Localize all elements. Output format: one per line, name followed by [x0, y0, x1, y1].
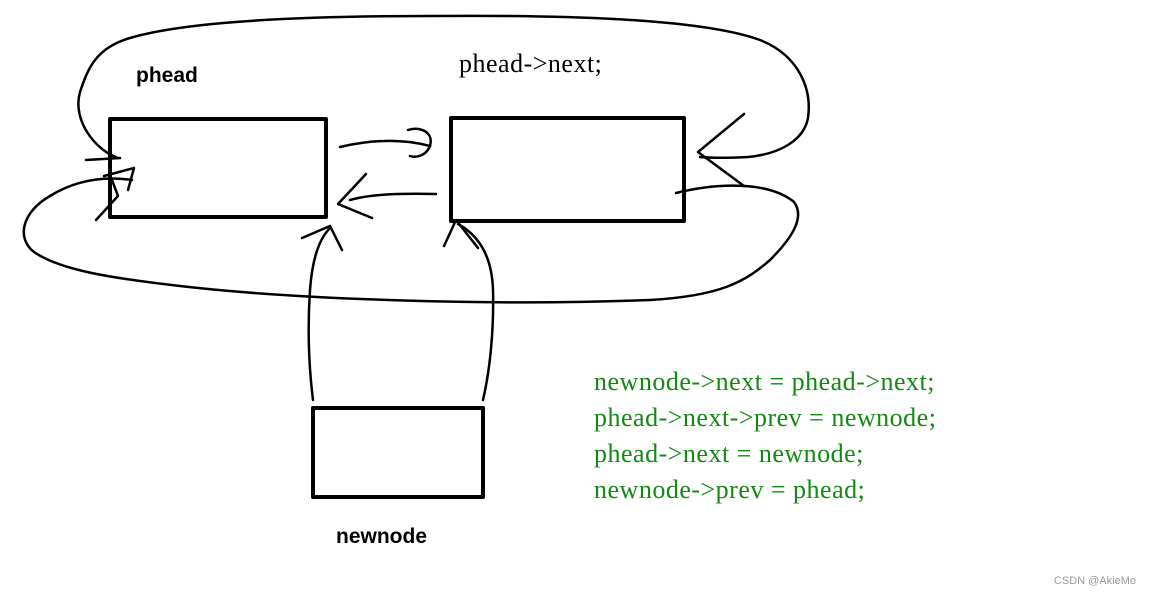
newnode-prev-arrowhead: [300, 224, 344, 252]
phead-next-arrow: [338, 139, 432, 149]
code-line: phead->next->prev = newnode;: [594, 403, 937, 432]
next-prev-arrowhead: [336, 172, 374, 220]
top-loop-arrowhead-right: [696, 112, 746, 188]
bottom-loop-curve: [22, 177, 800, 304]
newnode-label: newnode: [336, 525, 428, 548]
newnode-box: [311, 406, 485, 499]
phead-label: phead: [136, 64, 198, 87]
phead-node-box: [108, 117, 328, 219]
top-loop-arrowhead-left: [84, 156, 122, 222]
next-prev-arrow: [348, 192, 438, 202]
phead-next-label: phead->next;: [459, 49, 603, 78]
code-line: phead->next = newnode;: [594, 439, 864, 468]
bottom-loop-arrowhead: [102, 166, 136, 192]
newnode-next-arrowhead: [442, 218, 480, 250]
code-line: newnode->prev = phead;: [594, 475, 866, 504]
next-node-box: [449, 116, 686, 223]
code-line: newnode->next = phead->next;: [594, 367, 935, 396]
watermark: CSDN @AkieMo: [1053, 575, 1136, 587]
insertion-code: newnode->next = phead->next; phead->next…: [594, 364, 936, 508]
top-loop-curve: [77, 14, 810, 160]
newnode-prev-curve: [307, 226, 332, 402]
newnode-next-curve: [456, 222, 495, 402]
phead-next-arrowhead: [406, 127, 432, 158]
